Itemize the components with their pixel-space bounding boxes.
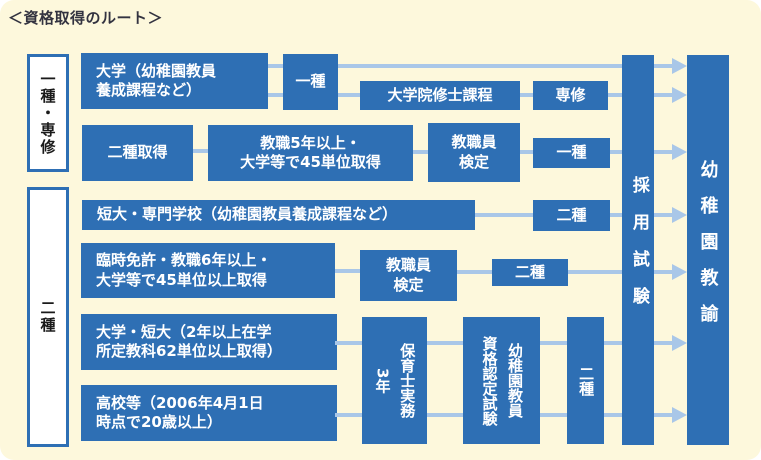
node-teaching-5years-45credits: 教職5年以上・ 大学等で45単位取得: [208, 125, 413, 181]
flow-arrow-icon: [654, 87, 687, 103]
connector: [427, 341, 463, 345]
connector: [604, 413, 622, 417]
node-license-type2-a: 二種: [533, 200, 610, 231]
connector: [268, 64, 283, 68]
side-label-class1-senshu: 一種・専修: [27, 54, 69, 172]
flow-arrow-icon: [654, 58, 687, 74]
connector: [457, 270, 492, 274]
node-teacher-certification-exam-1: 教職員 検定: [428, 123, 520, 182]
node-license-type1-b: 一種: [533, 138, 610, 168]
node-childcare-worker-3years: 保育士実務 3年: [362, 317, 427, 444]
node-kindergarten-teacher-qualification-exam: 幼稚園教員 資格認定試験: [463, 317, 540, 444]
connector: [427, 413, 463, 417]
node-junior-college: 短大・専門学校（幼稚園教員養成課程など）: [82, 200, 475, 230]
node-highschool-age20: 高校等（2006年4月1日 時点で20歳以上）: [81, 385, 337, 441]
node-license-type2-tall: 二種: [567, 317, 604, 444]
diagram-title: ＜資格取得のルート＞: [8, 9, 164, 27]
connector: [335, 269, 360, 273]
connector: [604, 341, 622, 345]
node-univ-juniorcollege-2years: 大学・短大（2年以上在学 所定教科62単位以上取得）: [81, 314, 337, 370]
connector: [335, 413, 362, 417]
node-license-type2-b: 二種: [492, 259, 568, 286]
node-temporary-license-6years: 臨時免許・教職6年以上・ 大学等で45単位以上取得: [81, 243, 335, 298]
flow-arrow-icon: [654, 264, 687, 280]
connector: [568, 270, 622, 274]
connector: [520, 93, 533, 97]
connector: [413, 150, 428, 154]
connector: [520, 150, 533, 154]
node-license-senshu: 専修: [533, 81, 608, 110]
connector: [335, 341, 362, 345]
connector: [338, 64, 622, 68]
connector: [475, 213, 533, 217]
node-license-type1: 一種: [283, 54, 338, 110]
column-employment-exam: 採用試験: [622, 55, 654, 445]
column-kindergarten-teacher: 幼稚園教諭: [687, 55, 729, 445]
flow-arrow-icon: [654, 207, 687, 223]
connector: [268, 93, 283, 97]
node-teacher-certification-exam-2: 教職員 検定: [360, 250, 457, 301]
flow-arrow-icon: [654, 144, 687, 160]
connector: [610, 213, 622, 217]
connector: [610, 150, 622, 154]
side-label-class2: 二種: [27, 187, 69, 447]
node-type2-acquired: 二種取得: [82, 125, 193, 181]
flow-arrow-icon: [654, 407, 687, 423]
connector: [338, 93, 360, 97]
connector: [540, 413, 567, 417]
node-graduate-school: 大学院修士課程: [360, 81, 520, 110]
connector: [193, 149, 208, 153]
node-university: 大学（幼稚園教員 養成課程など）: [81, 53, 268, 109]
connector: [608, 93, 622, 97]
flow-arrow-icon: [654, 335, 687, 351]
connector: [540, 341, 567, 345]
